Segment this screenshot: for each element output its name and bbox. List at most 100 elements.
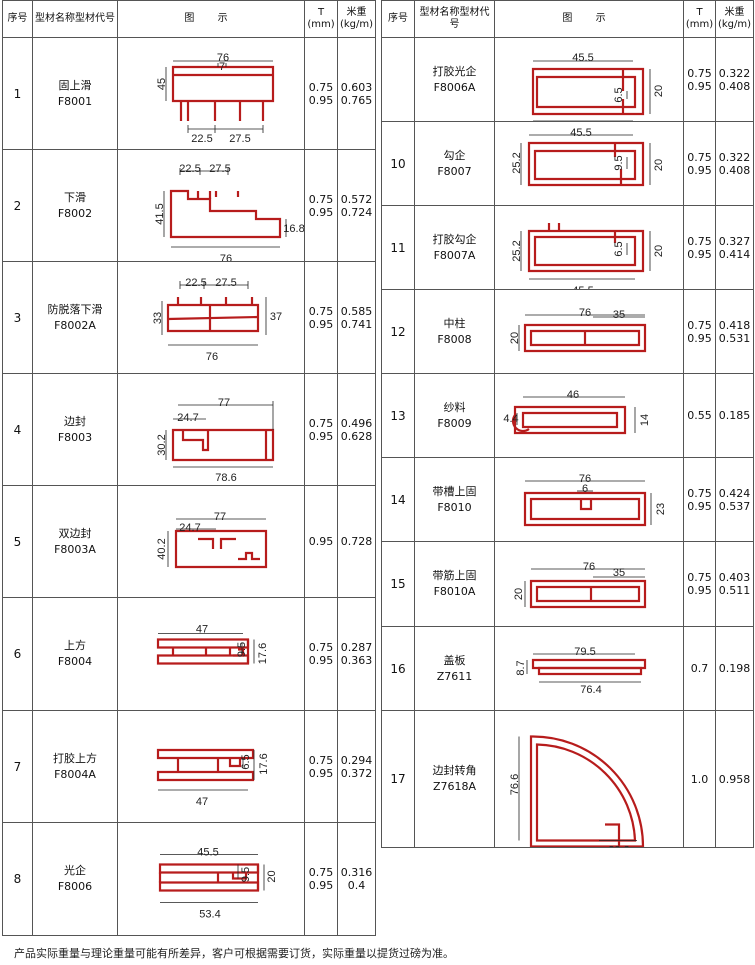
dimension-label: 30.2	[156, 434, 168, 455]
profile-outline	[181, 429, 210, 451]
profile-code: F8010	[437, 500, 472, 514]
profile-code: F8006	[57, 880, 93, 893]
row-thickness: 0.55	[683, 373, 716, 458]
weight-value: 0.363	[340, 654, 373, 667]
weight-value: 0.294	[340, 753, 373, 767]
profile-outline	[531, 67, 645, 115]
profile-outline	[529, 734, 645, 847]
profile-outline	[158, 864, 260, 890]
profile-outline	[174, 529, 268, 568]
thickness-value: 0.75	[308, 192, 334, 206]
profile-outline	[196, 190, 212, 199]
profile-name: 勾企	[443, 148, 466, 162]
dimension-label: 33	[152, 311, 164, 323]
profile-code: F8008	[437, 332, 472, 346]
thickness-value: 0.75	[308, 866, 334, 879]
profile-name: 固上滑	[58, 78, 92, 92]
dimension-label: 6.5	[613, 87, 625, 102]
dimension-label: 27.5	[229, 132, 250, 144]
profile-outline	[158, 880, 260, 892]
weight-value: 0.728	[340, 535, 373, 548]
row-seq: 2	[2, 149, 33, 262]
dimension-label: 27.5	[209, 162, 230, 174]
weight-value: 0.628	[340, 429, 373, 443]
profile-outline	[535, 75, 637, 108]
weight-value: 0.496	[340, 416, 373, 430]
dimension-label: 37	[270, 310, 282, 322]
thickness-value: 0.95	[308, 429, 334, 443]
table-row: 11打胶勾企F8007A25.26.52045.50.750.950.3270.…	[381, 205, 754, 290]
weight-value: 0.372	[340, 766, 373, 780]
dimension-label: 76	[579, 472, 591, 484]
weight-value: 0.537	[718, 499, 751, 513]
profile-outline	[523, 491, 647, 526]
weight-value: 0.765	[340, 93, 373, 107]
profile-outline	[176, 757, 220, 772]
header-seq: 序号	[2, 0, 33, 38]
profile-outline	[156, 770, 255, 781]
row-seq: 3	[2, 261, 33, 374]
dimension-line	[217, 62, 227, 67]
thickness-value: 0.95	[687, 163, 712, 177]
dimension-label: 20	[509, 331, 521, 343]
row-seq: 5	[2, 485, 33, 598]
profile-outline	[156, 748, 255, 759]
weight-value: 0.603	[340, 80, 373, 94]
dimension-label: 22.5	[179, 162, 200, 174]
profile-outline	[529, 329, 641, 346]
dimension-label: 76	[217, 51, 229, 63]
weight-value: 0.585	[340, 304, 373, 318]
profile-name: 防脱落下滑	[47, 302, 103, 316]
profile-name: 带筋上固	[432, 569, 477, 582]
thickness-value: 0.95	[687, 79, 712, 93]
profile-outline	[527, 141, 645, 186]
dimension-label: 76	[220, 252, 232, 260]
profile-code: F8009	[437, 416, 472, 430]
thickness-value: 0.75	[308, 304, 334, 318]
thickness-value: 0.75	[308, 641, 334, 654]
weight-value: 0.4	[347, 879, 366, 892]
profile-outline	[511, 413, 530, 432]
profile-code: F8002A	[54, 318, 96, 332]
dimension-label: 22.5	[191, 132, 212, 144]
dimension-label: 9.5	[240, 866, 252, 881]
weight-value: 0.408	[718, 163, 751, 177]
dimension-label: 77	[214, 510, 226, 522]
row-weight: 0.185	[715, 373, 754, 458]
profile-outline	[533, 235, 637, 266]
profile-outline	[529, 497, 641, 520]
weight-value: 0.414	[718, 247, 751, 261]
profile-name: 打胶上方	[53, 751, 97, 765]
dimension-line	[187, 124, 264, 133]
profile-outline	[238, 551, 260, 560]
row-seq: 15	[381, 541, 415, 627]
weight-value: 0.424	[718, 486, 751, 500]
dimension-label: 6.5	[240, 754, 252, 769]
